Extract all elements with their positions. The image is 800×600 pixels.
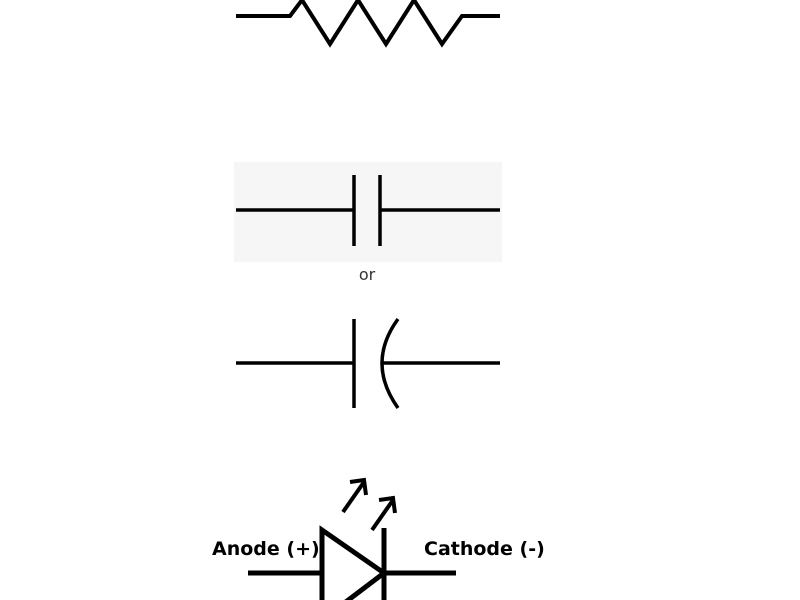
led-arrow-1-head	[349, 477, 368, 496]
led-arrow-1-shaft	[341, 480, 366, 514]
or-separator-text: or	[358, 265, 376, 284]
capacitor-panel	[234, 162, 502, 262]
resistor-symbol	[236, 0, 500, 48]
anode-label: Anode (+)	[212, 538, 320, 560]
led-symbol	[248, 477, 456, 600]
led-triangle	[319, 525, 389, 600]
resistor-zigzag	[236, 0, 500, 48]
polar-capacitor-plate-curved	[380, 317, 400, 410]
led-arrow-2-shaft	[370, 498, 395, 532]
led-light-arrows	[341, 477, 397, 532]
cathode-label: Cathode (-)	[424, 538, 545, 560]
capacitor-nonpolarized-symbol	[234, 162, 502, 262]
led-arrow-2-head	[378, 495, 397, 514]
capacitor-polarized-symbol	[236, 317, 500, 410]
